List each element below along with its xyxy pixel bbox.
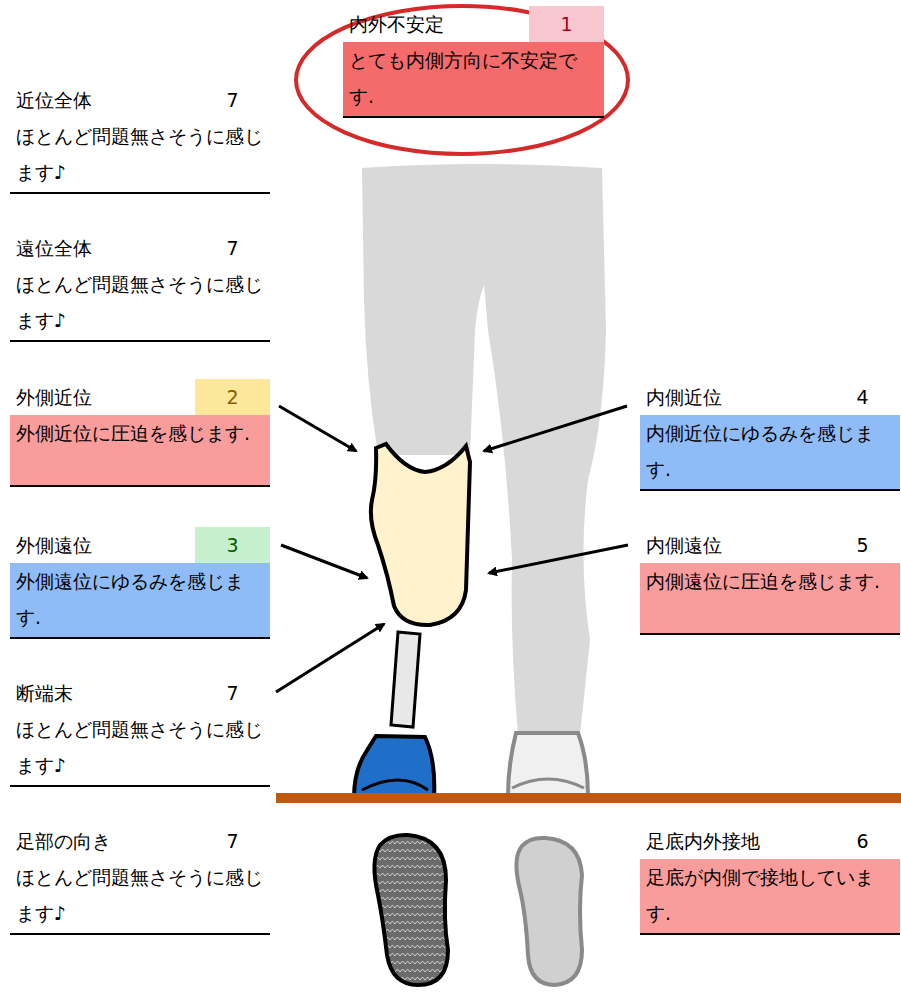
prosthetic-foot (354, 736, 434, 798)
comment-text: 足底が内側で接地しています. (640, 859, 900, 933)
part-name: 断端末 (10, 675, 79, 711)
prosthetic-sole (374, 835, 448, 985)
comment-text: ほとんど問題無さそうに感じます♪ (10, 266, 270, 340)
box-header: 足底内外接地 6 (640, 823, 900, 859)
comment-text: 内側近位にゆるみを感じます. (640, 415, 900, 489)
part-name: 外側遠位 (10, 527, 98, 563)
floor-line (276, 793, 901, 803)
comment-text: ほとんど問題無さそうに感じます♪ (10, 118, 270, 192)
part-name: 遠位全体 (10, 230, 98, 266)
part-name: 近位全体 (10, 82, 98, 118)
comment-text: 内側遠位に圧迫を感じます. (640, 563, 900, 633)
rating-box: 足部の向き 7ほとんど問題無さそうに感じます♪ (10, 823, 270, 935)
score-number: 7 (195, 230, 270, 266)
score-number: 2 (195, 379, 270, 415)
part-name: 内外不安定 (343, 6, 450, 42)
rating-box: 外側遠位 3外側遠位にゆるみを感じます. (10, 527, 270, 639)
rating-box: 外側近位 2外側近位に圧迫を感じます. (10, 379, 270, 487)
box-header: 足部の向き 7 (10, 823, 270, 859)
part-name: 内側近位 (640, 379, 728, 415)
shoe-sole (516, 838, 582, 985)
score-number: 1 (529, 6, 604, 42)
score-number: 7 (195, 823, 270, 859)
shoe (508, 733, 588, 796)
pylon (391, 632, 420, 727)
score-number: 6 (825, 823, 900, 859)
box-header: 内側近位 4 (640, 379, 900, 415)
score-number: 5 (825, 527, 900, 563)
rating-box: 内側遠位 5内側遠位に圧迫を感じます. (640, 527, 900, 635)
score-number: 7 (195, 82, 270, 118)
score-number: 7 (195, 675, 270, 711)
rating-box: 内側近位 4内側近位にゆるみを感じます. (640, 379, 900, 491)
part-name: 足底内外接地 (640, 823, 766, 859)
score-number: 3 (195, 527, 270, 563)
comment-text: ほとんど問題無さそうに感じます♪ (10, 711, 270, 785)
part-name: 足部の向き (10, 823, 117, 859)
prosthetic-socket (371, 444, 470, 625)
leader-arrows (276, 406, 628, 692)
part-name: 外側近位 (10, 379, 98, 415)
box-header: 内外不安定 1 (343, 6, 604, 42)
box-header: 内側遠位 5 (640, 527, 900, 563)
part-name: 内側遠位 (640, 527, 728, 563)
rating-box: 足底内外接地 6足底が内側で接地しています. (640, 823, 900, 935)
box-header: 断端末 7 (10, 675, 270, 711)
comment-text: とても内側方向に不安定です. (343, 42, 604, 116)
box-header: 近位全体 7 (10, 82, 270, 118)
rating-box: 近位全体 7ほとんど問題無さそうに感じます♪ (10, 82, 270, 194)
score-number: 4 (825, 379, 900, 415)
rating-box: 内外不安定 1とても内側方向に不安定です. (343, 6, 604, 118)
comment-text: 外側遠位にゆるみを感じます. (10, 563, 270, 637)
box-header: 外側遠位 3 (10, 527, 270, 563)
comment-text: ほとんど問題無さそうに感じます♪ (10, 859, 270, 933)
box-header: 外側近位 2 (10, 379, 270, 415)
comment-text: 外側近位に圧迫を感じます. (10, 415, 270, 485)
highlight-ellipse (296, 6, 628, 154)
box-header: 遠位全体 7 (10, 230, 270, 266)
rating-box: 遠位全体 7ほとんど問題無さそうに感じます♪ (10, 230, 270, 342)
rating-box: 断端末 7ほとんど問題無さそうに感じます♪ (10, 675, 270, 787)
